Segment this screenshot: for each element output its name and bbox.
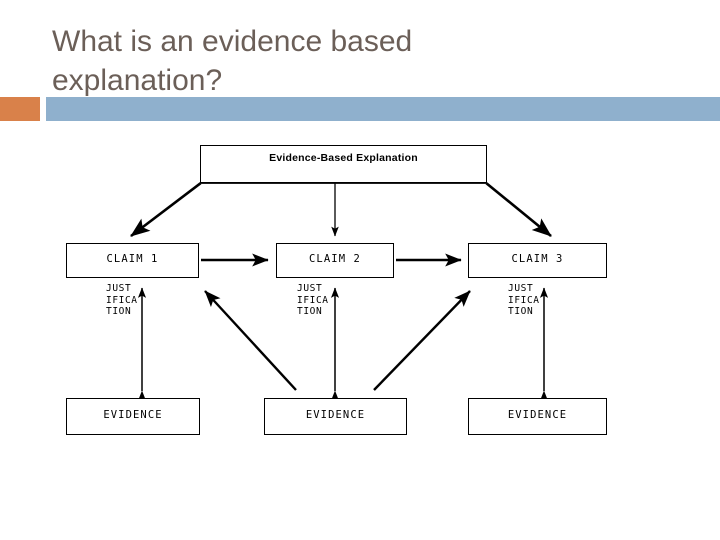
evidence-based-explanation-diagram: Evidence-Based Explanation CLAIM 1 CLAIM… <box>0 128 720 458</box>
node-label: EVIDENCE <box>103 409 163 421</box>
node-label: CLAIM 3 <box>511 253 564 265</box>
connector-evidence-2-to-claim-1 <box>204 290 297 391</box>
connector-evidence-2-to-claim-3 <box>373 290 471 391</box>
label-justification-2: JUST IFICA TION <box>297 283 329 317</box>
node-label: EVIDENCE <box>305 409 366 421</box>
node-label: CLAIM 2 <box>309 253 361 265</box>
header-divider-bar <box>46 97 720 121</box>
label-justification-3: JUST IFICA TION <box>508 283 540 317</box>
node-evidence-2[interactable]: EVIDENCE <box>264 398 407 435</box>
header-accent-block <box>0 97 40 121</box>
diagram-connectors <box>130 182 552 401</box>
connector-root-to-claim-3 <box>485 182 552 238</box>
node-evidence-based-explanation[interactable]: Evidence-Based Explanation <box>200 145 487 183</box>
node-label: Evidence-Based Explanation <box>269 152 418 164</box>
node-claim-3[interactable]: CLAIM 3 <box>468 243 607 278</box>
node-evidence-1[interactable]: EVIDENCE <box>66 398 200 435</box>
page-title: What is an evidence based explanation? <box>52 25 413 97</box>
node-claim-2[interactable]: CLAIM 2 <box>276 243 394 278</box>
node-label: EVIDENCE <box>507 409 568 421</box>
connector-root-to-claim-1 <box>130 182 202 238</box>
label-justification-1: JUST IFICA TION <box>106 283 138 317</box>
node-evidence-3[interactable]: EVIDENCE <box>468 398 607 435</box>
node-claim-1[interactable]: CLAIM 1 <box>66 243 199 278</box>
node-label: CLAIM 1 <box>106 253 159 265</box>
